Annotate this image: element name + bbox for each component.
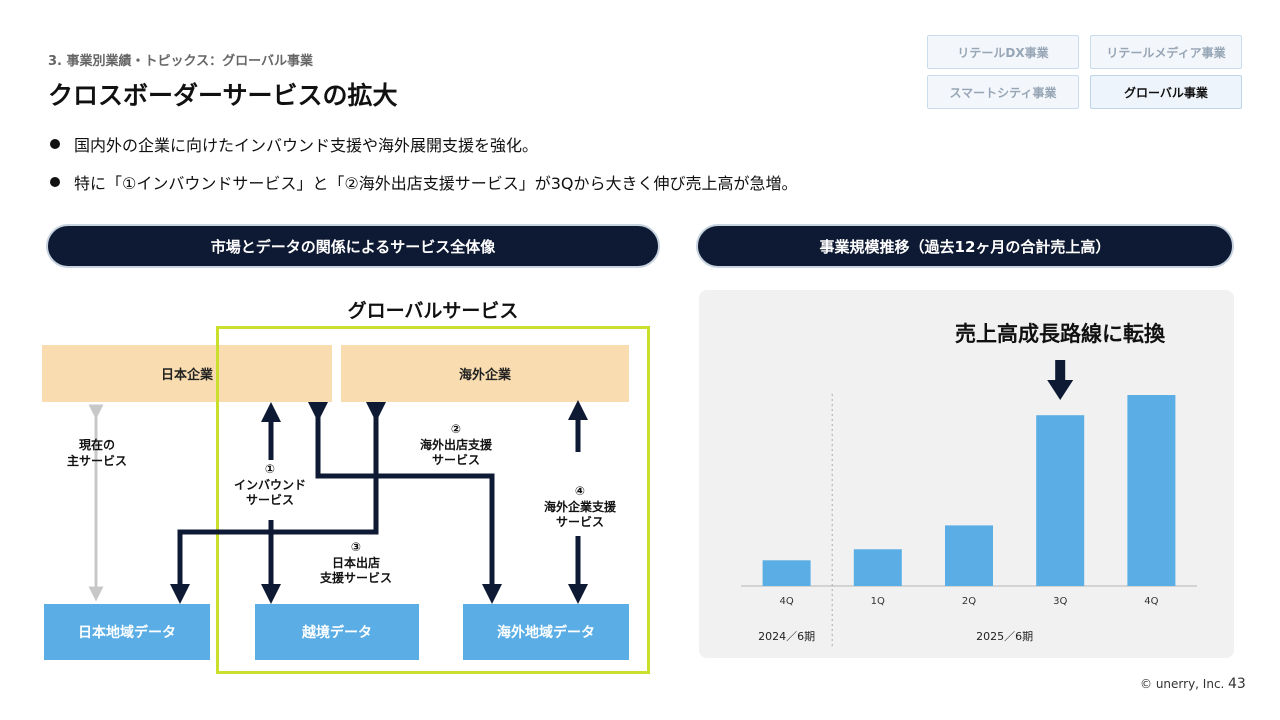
fiscal-group-label: 2025／6期 <box>976 630 1033 643</box>
segment-tab-global[interactable]: グローバル事業 <box>1090 75 1242 109</box>
bullet-item: 特に「①インバウンドサービス」と「②海外出店支援サービス」が3Qから大きく伸び売… <box>50 170 797 194</box>
down-arrow-head-icon <box>1047 380 1074 400</box>
bar <box>1127 395 1176 586</box>
cross-border-data-box: 越境データ <box>255 604 419 660</box>
sales-bar-chart: 4Q 1Q 2Q 3Q 4Q 2024／6期 2025／6期 <box>741 360 1197 646</box>
x-tick-label: 2Q <box>962 596 976 607</box>
x-tick-label: 3Q <box>1053 596 1067 607</box>
main-service-label: 現在の 主サービス <box>66 438 127 468</box>
bar <box>945 525 993 586</box>
bar <box>853 549 902 586</box>
bar <box>762 560 811 586</box>
section-eyebrow: 3. 事業別業績・トピックス：グローバル事業 <box>48 54 313 69</box>
japan-regional-data-box: 日本地域データ <box>44 604 210 660</box>
japan-store-support-label: ③ 日本出店 支援サービス <box>319 540 392 586</box>
inbound-service-label: ① インバウンド サービス <box>233 462 306 508</box>
x-tick-label: 4Q <box>779 596 793 607</box>
right-panel-heading: 事業規模推移（過去12ヶ月の合計売上高） <box>696 224 1234 268</box>
bullet-dot-icon <box>50 139 60 149</box>
bullet-item: 国内外の企業に向けたインバウンド支援や海外展開支援を強化。 <box>50 132 538 156</box>
bullet-dot-icon <box>50 177 60 187</box>
copyright: © unerry, Inc. <box>1140 677 1225 691</box>
down-arrow-icon <box>1055 360 1066 382</box>
overseas-company-box: 海外企業 <box>341 345 629 402</box>
page-title: クロスボーダーサービスの拡大 <box>48 81 398 110</box>
overseas-regional-data-box: 海外地域データ <box>463 604 629 660</box>
overseas-store-support-label: ② 海外出店支援 サービス <box>419 422 492 468</box>
overseas-company-support-label: ④ 海外企業支援 サービス <box>543 484 616 530</box>
global-service-title: グローバルサービス <box>347 300 519 322</box>
bullet-text: 特に「①インバウンドサービス」と「②海外出店支援サービス」が3Qから大きく伸び売… <box>74 174 798 193</box>
x-tick-label: 4Q <box>1144 596 1158 607</box>
bar <box>1036 415 1085 586</box>
fiscal-group-label: 2024／6期 <box>758 630 815 643</box>
bullet-text: 国内外の企業に向けたインバウンド支援や海外展開支援を強化。 <box>74 136 539 155</box>
japan-company-box: 日本企業 <box>42 345 332 402</box>
left-panel-heading: 市場とデータの関係によるサービス全体像 <box>46 224 660 268</box>
segment-tab-retail-dx[interactable]: リテールDX事業 <box>927 35 1079 69</box>
page-number: 43 <box>1228 676 1246 692</box>
segment-tab-retail-media[interactable]: リテールメディア事業 <box>1090 35 1242 69</box>
segment-tab-smart-city[interactable]: スマートシティ事業 <box>927 75 1079 109</box>
x-tick-label: 1Q <box>871 596 885 607</box>
chart-annotation: 売上高成長路線に転換 <box>955 322 1165 346</box>
